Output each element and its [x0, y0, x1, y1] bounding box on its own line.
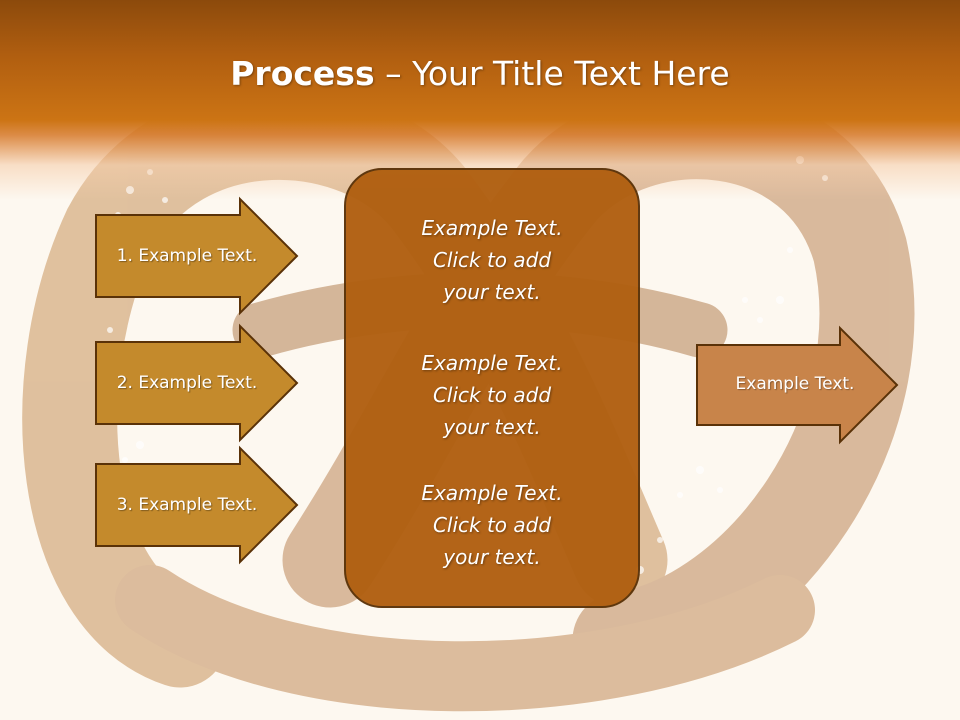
paragraph-line: Click to add — [432, 513, 552, 537]
center-process-box[interactable] — [344, 168, 640, 608]
step-2-label: 2. Example Text. — [116, 373, 258, 393]
step-3-arrow[interactable] — [95, 445, 299, 565]
paragraph-line: Click to add — [432, 383, 552, 407]
paragraph-line: your text. — [443, 415, 541, 439]
output-label: Example Text. — [735, 374, 855, 394]
title-bar — [0, 0, 960, 200]
title-dash: – — [385, 54, 402, 93]
paragraph-line: your text. — [443, 280, 541, 304]
title-rest: Your Title Text Here — [412, 54, 730, 93]
paragraph-line: Example Text. — [421, 351, 563, 375]
center-paragraph-1: Example Text. Click to add your text. — [344, 212, 640, 308]
step-1-arrow[interactable] — [95, 196, 299, 316]
center-paragraph-2: Example Text. Click to add your text. — [344, 347, 640, 443]
output-arrow[interactable] — [696, 325, 899, 445]
center-paragraph-3: Example Text. Click to add your text. — [344, 477, 640, 573]
slide-title[interactable]: Process – Your Title Text Here — [0, 48, 960, 100]
paragraph-line: your text. — [443, 545, 541, 569]
paragraph-line: Example Text. — [421, 216, 563, 240]
step-2-arrow[interactable] — [95, 323, 299, 443]
paragraph-line: Click to add — [432, 248, 552, 272]
title-bold-word: Process — [230, 54, 375, 93]
step-1-label: 1. Example Text. — [116, 246, 258, 266]
paragraph-line: Example Text. — [421, 481, 563, 505]
step-3-label: 3. Example Text. — [116, 495, 258, 515]
